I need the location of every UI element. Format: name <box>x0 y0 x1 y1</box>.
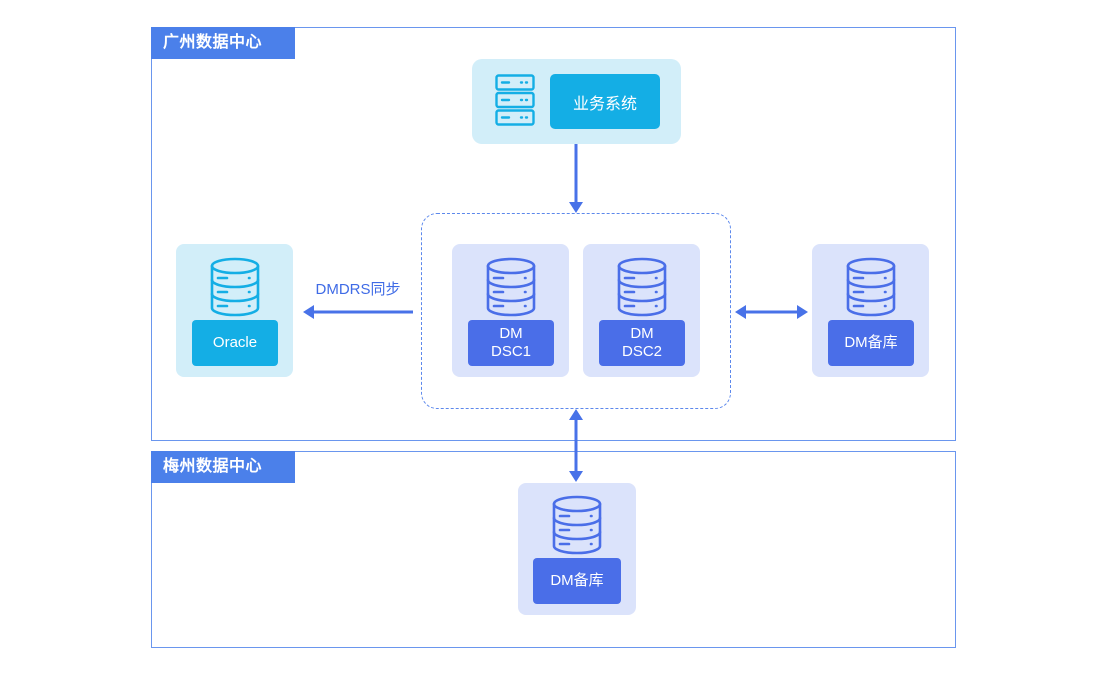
sync-link-label: DMDRS同步 <box>315 281 401 298</box>
dsc-cluster-group: DM DSC1 DM DSC2 <box>421 213 731 409</box>
database-icon <box>616 257 668 317</box>
node-label-line: DSC1 <box>490 343 531 360</box>
server-icon <box>495 74 535 126</box>
meizhou-standby-label: DM备库 <box>533 558 621 604</box>
guangzhou-standby-label: DM备库 <box>828 320 914 366</box>
business-system-node: 业务系统 <box>472 59 681 144</box>
guangzhou-standby-node: DM备库 <box>812 244 929 377</box>
database-icon <box>209 257 261 317</box>
region-meizhou: 梅州数据中心 <box>151 451 956 648</box>
dm-dsc1-label: DM DSC1 <box>468 320 554 366</box>
node-label-text: DM备库 <box>550 572 604 589</box>
region-guangzhou: 广州数据中心 <box>151 27 956 441</box>
node-label-text: DM备库 <box>844 334 898 351</box>
database-icon <box>485 257 537 317</box>
database-icon <box>845 257 897 317</box>
node-label-text: Oracle <box>212 334 258 351</box>
dm-dsc2-label: DM DSC2 <box>599 320 685 366</box>
node-label-line: DM <box>630 325 654 342</box>
database-icon <box>551 495 603 555</box>
node-label-line: DSC2 <box>621 343 662 360</box>
node-label-line: DM <box>499 325 523 342</box>
dm-dsc1-node: DM DSC1 <box>452 244 569 377</box>
oracle-node: Oracle <box>176 244 293 377</box>
region-title-meizhou: 梅州数据中心 <box>151 451 295 483</box>
dm-dsc2-node: DM DSC2 <box>583 244 700 377</box>
oracle-label: Oracle <box>192 320 278 366</box>
business-system-label: 业务系统 <box>550 74 660 129</box>
meizhou-standby-node: DM备库 <box>518 483 636 615</box>
region-title-guangzhou: 广州数据中心 <box>151 27 295 59</box>
